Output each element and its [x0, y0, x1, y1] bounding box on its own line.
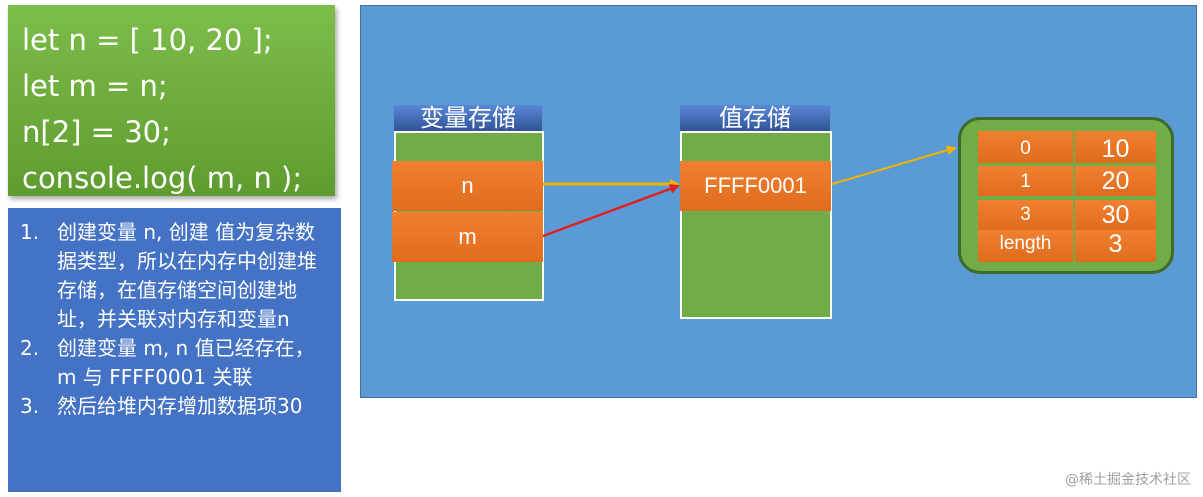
- watermark: @稀土掘金技术社区: [1065, 472, 1191, 488]
- value-store-header: 值存储: [680, 105, 830, 131]
- heap-key-cell: 3: [978, 200, 1073, 230]
- variable-store-header: 变量存储: [394, 105, 542, 131]
- note-item: 2. 创建变量 m, n 值已经存在，m 与 FFFF0001 关联: [20, 334, 331, 392]
- arrow-m-to-address: [542, 184, 680, 238]
- code-line: let n = [ 10, 20 ];: [22, 23, 273, 57]
- note-number: 1.: [20, 220, 40, 244]
- note-text: 创建变量 m, n 值已经存在，m 与 FFFF0001 关联: [57, 336, 315, 389]
- heap-key-cell: 0: [978, 131, 1073, 163]
- variable-m-cell: m: [392, 212, 543, 262]
- notes-list: 1. 创建变量 n, 创建 值为复杂数据类型，所以在内存中创建堆存储，在值存储空…: [20, 218, 331, 421]
- note-item: 1. 创建变量 n, 创建 值为复杂数据类型，所以在内存中创建堆存储，在值存储空…: [20, 218, 331, 334]
- note-text: 然后给堆内存增加数据项30: [57, 394, 303, 418]
- heap-key-cell: length: [978, 230, 1073, 262]
- note-item: 3. 然后给堆内存增加数据项30: [20, 392, 331, 421]
- arrow-address-to-heap: [831, 145, 957, 185]
- note-text: 创建变量 n, 创建 值为复杂数据类型，所以在内存中创建堆存储，在值存储空间创建…: [57, 220, 317, 331]
- heap-value-cell: 20: [1075, 166, 1156, 196]
- heap-key-cell: 1: [978, 166, 1073, 196]
- code-line: console.log( m, n );: [22, 161, 303, 195]
- note-number: 2.: [20, 336, 40, 360]
- note-number: 3.: [20, 394, 40, 418]
- address-cell: FFFF0001: [680, 161, 831, 211]
- code-snippet-box: let n = [ 10, 20 ]; let m = n; n[2] = 30…: [8, 5, 335, 196]
- code-line: n[2] = 30;: [22, 115, 171, 149]
- code-line: let m = n;: [22, 69, 168, 103]
- heap-value-cell: 30: [1075, 200, 1156, 230]
- explanation-notes: 1. 创建变量 n, 创建 值为复杂数据类型，所以在内存中创建堆存储，在值存储空…: [8, 208, 341, 492]
- heap-value-cell: 10: [1075, 131, 1156, 163]
- variable-n-cell: n: [392, 161, 543, 211]
- heap-value-cell: 3: [1075, 230, 1156, 262]
